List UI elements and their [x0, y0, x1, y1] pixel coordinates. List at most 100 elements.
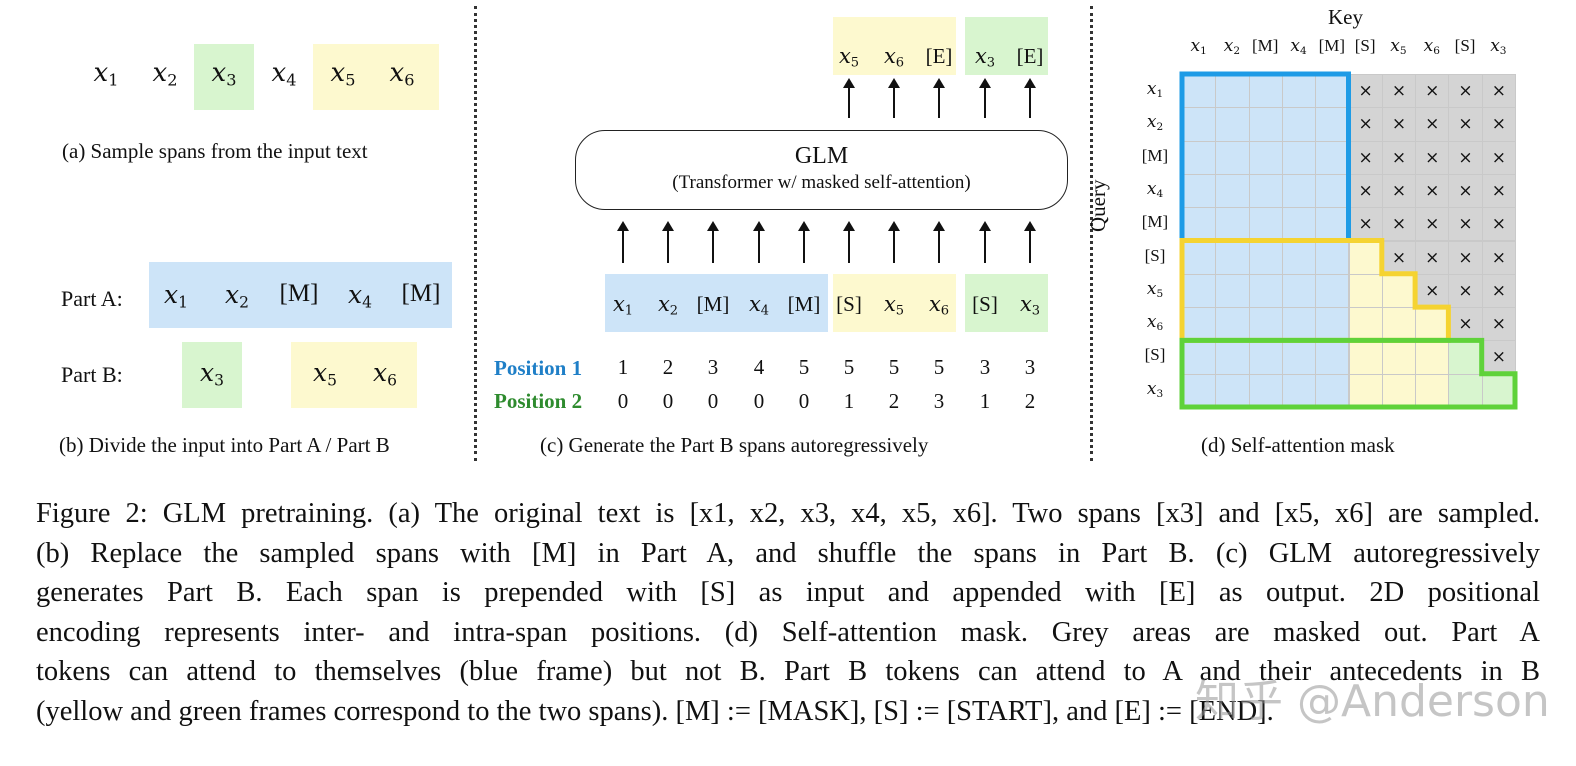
input-span1-box [833, 274, 956, 332]
mask-cell-masked: × [1415, 173, 1450, 209]
panel-divider-1 [474, 6, 477, 461]
token: x6 [1146, 312, 1164, 334]
mask-cell-masked: × [1481, 307, 1516, 342]
token: [M] [787, 292, 821, 316]
mask-cell-visible [1248, 173, 1283, 209]
token: [S] [1454, 36, 1476, 55]
panel-divider-2 [1090, 6, 1093, 461]
token: [M] [1252, 36, 1279, 55]
mask-cell-visible [1248, 273, 1283, 309]
mask-cell-masked: × [1348, 207, 1383, 242]
panel-d-caption: (d) Self-attention mask [1201, 433, 1395, 457]
token: x2 [657, 292, 679, 319]
panel-a-caption: (a) Sample spans from the input text [62, 139, 368, 163]
blue-frame [1179, 71, 1351, 243]
arrow-icon [1024, 221, 1036, 263]
position2-value: 0 [753, 389, 765, 413]
arrow-icon [979, 78, 991, 118]
mask-cell-visible [1481, 373, 1516, 408]
position2-value: 0 [798, 389, 810, 413]
caption-line: (b) Replace the sampled spans with [M] i… [36, 537, 1540, 569]
arrow-icon [933, 78, 945, 118]
arrow-icon [979, 221, 991, 263]
position1-label: Position 1 [494, 356, 583, 380]
token: x1 [1146, 79, 1164, 100]
mask-cell-visible [1281, 373, 1317, 408]
token: [S] [836, 292, 862, 316]
part-b-label: Part B: [61, 362, 123, 387]
token: x1 [1190, 36, 1207, 57]
token: x2 [1146, 112, 1164, 134]
mask-cell-visible [1315, 307, 1350, 342]
token: x1 [612, 292, 634, 319]
glm-title: GLM [794, 143, 849, 169]
arrow-icon [888, 78, 900, 118]
arrow-icon [888, 221, 900, 263]
token: x5 [330, 58, 356, 90]
token: x6 [883, 44, 905, 71]
arrow-icon [617, 221, 629, 263]
mask-cell-visible [1215, 307, 1250, 342]
position2-value: 0 [617, 389, 629, 413]
token: x2 [152, 58, 178, 90]
position1-value: 2 [662, 355, 674, 379]
position2-value: 2 [1024, 389, 1036, 413]
mask-cell-masked: × [1348, 107, 1383, 142]
position1-value: 4 [753, 355, 765, 379]
mask-cell-masked: × [1415, 240, 1450, 275]
output-span1-box [833, 17, 956, 75]
mask-cell-visible [1415, 307, 1450, 342]
mask-cell-masked: × [1448, 273, 1483, 309]
position2-label: Position 2 [494, 389, 583, 413]
token: [S] [1144, 245, 1166, 265]
arrow-icon [843, 221, 855, 263]
mask-cell-visible [1281, 173, 1317, 209]
position1-value: 5 [843, 355, 855, 379]
token: x5 [313, 358, 337, 390]
mask-cell-visible [1281, 340, 1317, 375]
span-highlight-x3 [194, 44, 254, 110]
position1-value: 3 [979, 355, 991, 379]
mask-cell-masked: × [1448, 240, 1483, 275]
part-a-label: Part A: [61, 286, 123, 311]
mask-cell-visible [1215, 373, 1250, 408]
part-b-span-x5-x6 [291, 342, 417, 408]
arrow-icon [798, 221, 810, 263]
mask-cell-visible [1215, 340, 1250, 375]
token: [S] [972, 292, 998, 316]
arrow-icon [1024, 78, 1036, 118]
mask-cell-masked: × [1481, 340, 1516, 375]
token: x1 [164, 280, 188, 312]
token: x5 [1146, 278, 1164, 300]
token: [E] [925, 44, 953, 68]
mask-cell-masked: × [1481, 273, 1516, 309]
position2-value: 3 [933, 389, 945, 413]
watermark: 知乎 @Anderson [1195, 676, 1550, 727]
token: x3 [200, 358, 224, 390]
position1-value: 1 [617, 355, 629, 379]
token: x4 [348, 280, 372, 312]
caption-line: encoding represents inter- and intra-spa… [36, 616, 1540, 648]
panel-c-caption: (c) Generate the Part B spans autoregres… [540, 433, 929, 457]
mask-cell-masked: × [1448, 307, 1483, 342]
input-span2-box [965, 274, 1048, 332]
output-span2-box [965, 17, 1048, 75]
mask-cell-visible [1381, 273, 1417, 309]
position1-value: 5 [888, 355, 900, 379]
token: x3 [211, 58, 237, 90]
caption-line: Figure 2: GLM pretraining. (a) The origi… [36, 498, 1540, 529]
token: x6 [389, 58, 415, 90]
mask-cell-visible [1215, 273, 1250, 309]
token: [S] [1144, 345, 1166, 365]
mask-cell-masked: × [1381, 240, 1417, 275]
token: x6 [1423, 36, 1440, 57]
mask-cell-visible [1182, 273, 1217, 309]
token: x2 [225, 280, 249, 312]
token: x5 [1390, 36, 1407, 57]
token: [M] [1141, 212, 1169, 232]
arrow-icon [933, 221, 945, 263]
arrow-icon [662, 221, 674, 263]
mask-cell-visible [1182, 107, 1217, 142]
green-frame [1179, 337, 1518, 410]
